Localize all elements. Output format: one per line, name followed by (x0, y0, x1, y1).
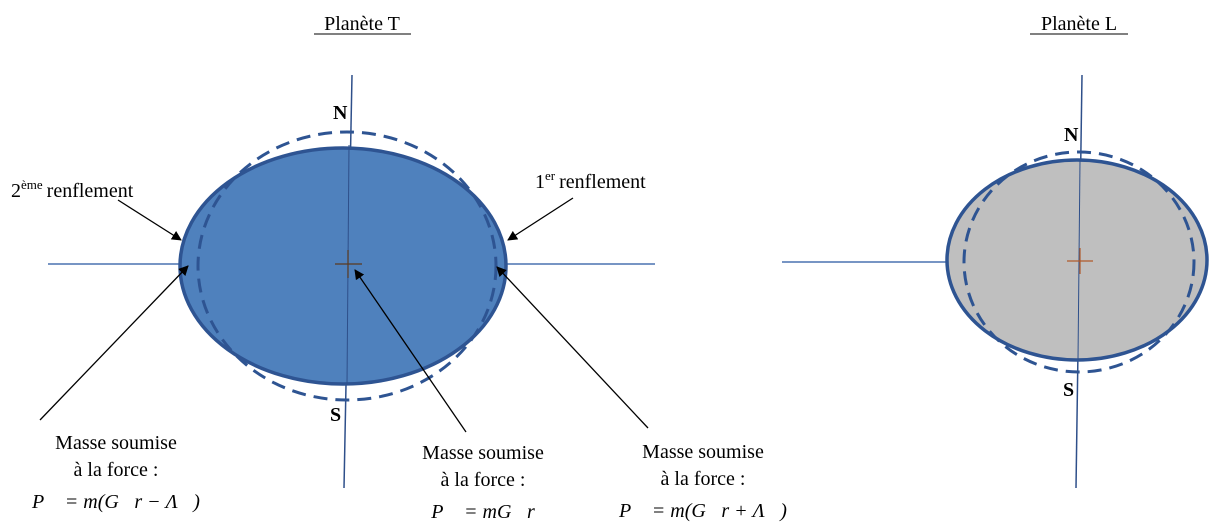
planet-t-center-cross (335, 250, 362, 278)
planet-t-reference-outline (196, 130, 498, 402)
planet-l-center-cross (1067, 248, 1093, 274)
planet-t-title: Planète T (324, 13, 400, 35)
mass-left-caption: Masse soumise à la force : P⃗ = m(G⃗r − … (31, 432, 200, 513)
first-bulge-sup: er (545, 168, 556, 183)
mass-center-arrow (354, 269, 467, 433)
second-bulge-sup: ème (21, 177, 43, 192)
mass-center-line2: à la force : (441, 469, 526, 491)
planet-l-title: Planète L (1041, 13, 1117, 35)
mass-right-line1: Masse soumise (642, 441, 764, 463)
planet-l-vertical-axis-inner (1077, 159, 1081, 361)
mass-right-formula: P⃗ = m(G⃗r + Λ⃗) (618, 500, 787, 522)
planet-l-group: Planète L N S (782, 13, 1209, 489)
mass-right-arrow (496, 266, 649, 429)
planet-l-south-label: S (1063, 379, 1074, 401)
planet-l-reference-outline (962, 150, 1196, 374)
first-bulge-arrow (507, 197, 574, 241)
second-bulge-arrow (117, 199, 182, 241)
second-bulge-label: 2ème renflement (11, 177, 134, 202)
mass-center-formula: P⃗ = mG⃗r (430, 501, 535, 523)
mass-right-line2: à la force : (661, 468, 746, 490)
planet-l-north-label: N (1064, 124, 1079, 146)
mass-left-arrow (39, 265, 189, 421)
first-bulge-text: renflement (559, 171, 646, 193)
second-bulge-number: 2 (11, 180, 21, 202)
second-bulge-text: renflement (47, 180, 134, 202)
planet-l-body (945, 158, 1209, 362)
planet-t-south-label: S (330, 404, 341, 426)
mass-left-formula: P⃗ = m(G⃗r − Λ⃗) (31, 491, 200, 513)
planet-t-north-label: N (333, 102, 348, 124)
mass-center-caption: Masse soumise à la force : P⃗ = mG⃗r (422, 442, 544, 523)
mass-right-caption: Masse soumise à la force : P⃗ = m(G⃗r + … (618, 441, 787, 522)
mass-left-line2: à la force : (74, 459, 159, 481)
mass-left-line1: Masse soumise (55, 432, 177, 454)
first-bulge-number: 1 (535, 171, 545, 193)
mass-center-line1: Masse soumise (422, 442, 544, 464)
